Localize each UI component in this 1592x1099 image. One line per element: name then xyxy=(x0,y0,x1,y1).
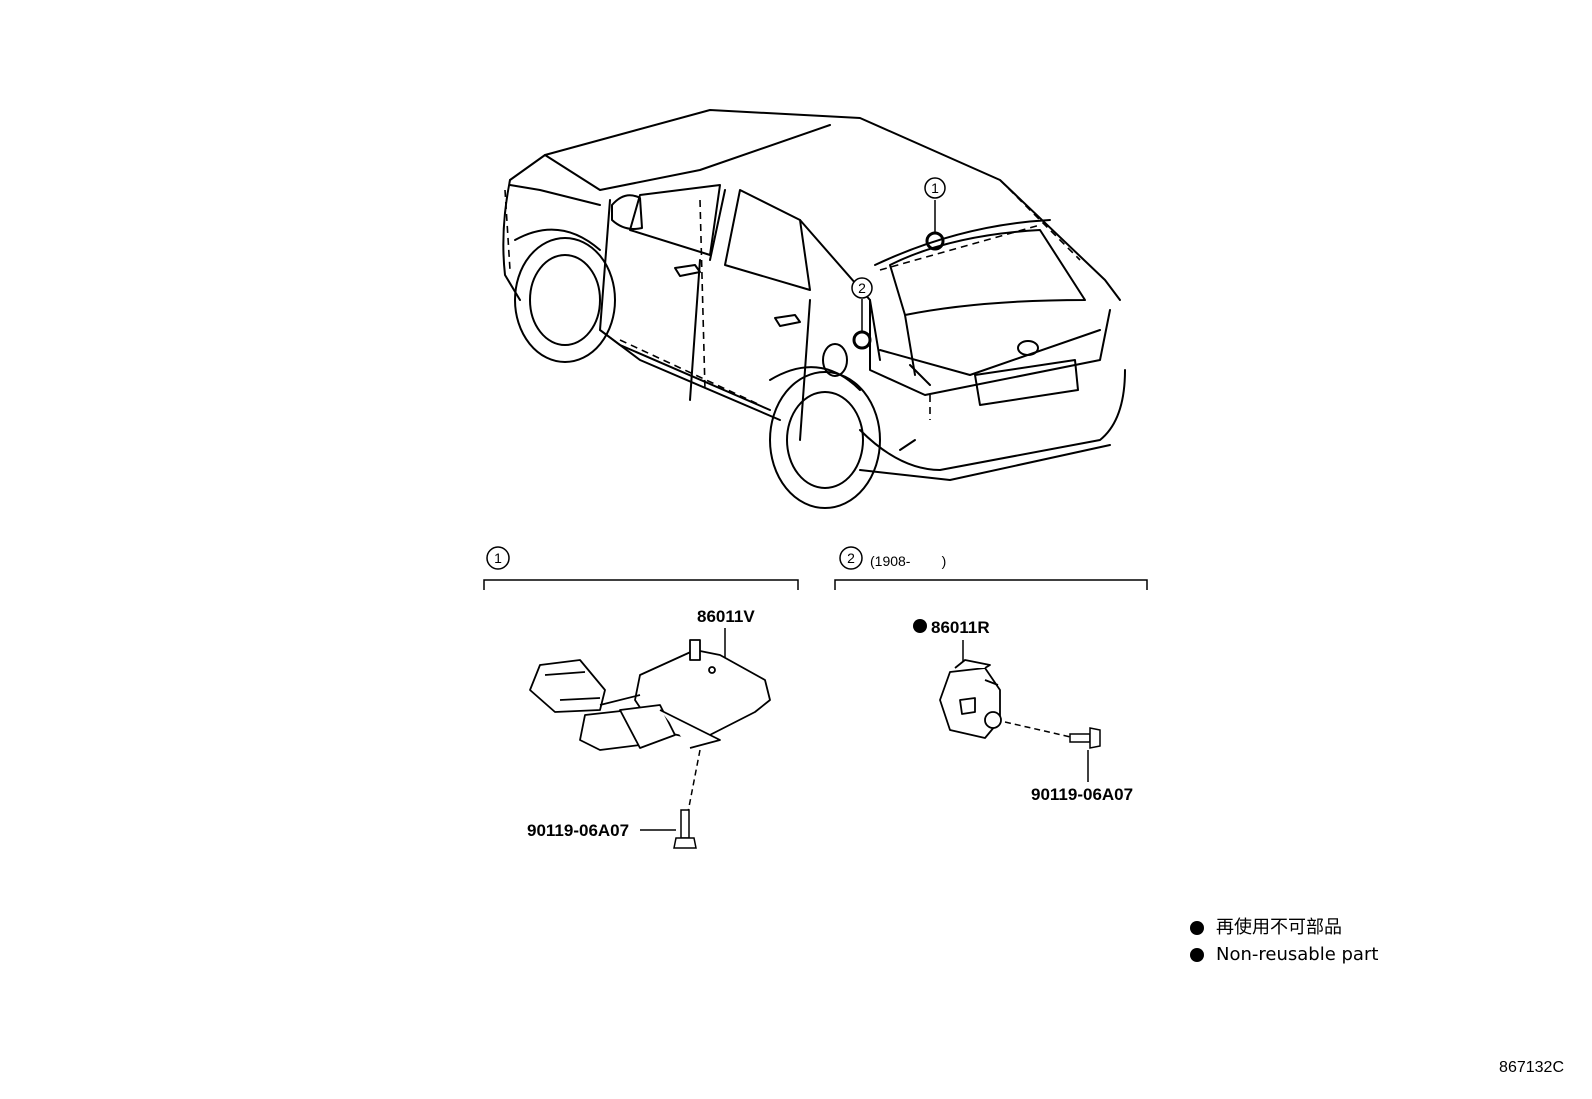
legend-row-english: Non-reusable part xyxy=(1190,941,1378,968)
section-2-number: 2 xyxy=(847,550,855,566)
part-number-90119-06a07-section-1: 90119-06A07 xyxy=(527,821,629,840)
part-number-86011v: 86011V xyxy=(697,607,755,626)
section-1-header xyxy=(483,546,799,590)
legend-japanese-text: 再使用不可部品 xyxy=(1216,917,1342,938)
vehicle-illustration xyxy=(502,109,1126,509)
callout-1-number: 1 xyxy=(931,180,939,196)
location-marker-1 xyxy=(924,177,946,251)
bullet-dot-icon xyxy=(1190,947,1204,962)
callout-2-number: 2 xyxy=(858,280,866,296)
radar-sensor-module-86011r xyxy=(939,659,1002,739)
radar-sensor-module-86011v xyxy=(529,639,771,751)
illustration-code: 867132C xyxy=(1499,1059,1564,1076)
bullet-dot-icon xyxy=(1190,920,1204,935)
bolt-icon-section-2 xyxy=(1069,727,1101,749)
legend: 再使用不可部品 Non-reusable part xyxy=(1190,914,1378,968)
section-2-date-range: (1908- ) xyxy=(870,553,946,569)
part-number-86011r: 86011R xyxy=(931,618,990,637)
legend-english-text: Non-reusable part xyxy=(1216,944,1379,965)
non-reusable-dot-icon xyxy=(913,619,927,633)
section-1-number: 1 xyxy=(494,550,502,566)
vehicle-hidden-lines xyxy=(504,179,1081,420)
bolt-icon-section-1 xyxy=(673,809,697,849)
section-2-header xyxy=(834,546,1148,590)
part-number-90119-06a07-section-2: 90119-06A07 xyxy=(1031,785,1133,804)
location-marker-2 xyxy=(851,277,873,350)
legend-row-japanese: 再使用不可部品 xyxy=(1190,914,1378,941)
